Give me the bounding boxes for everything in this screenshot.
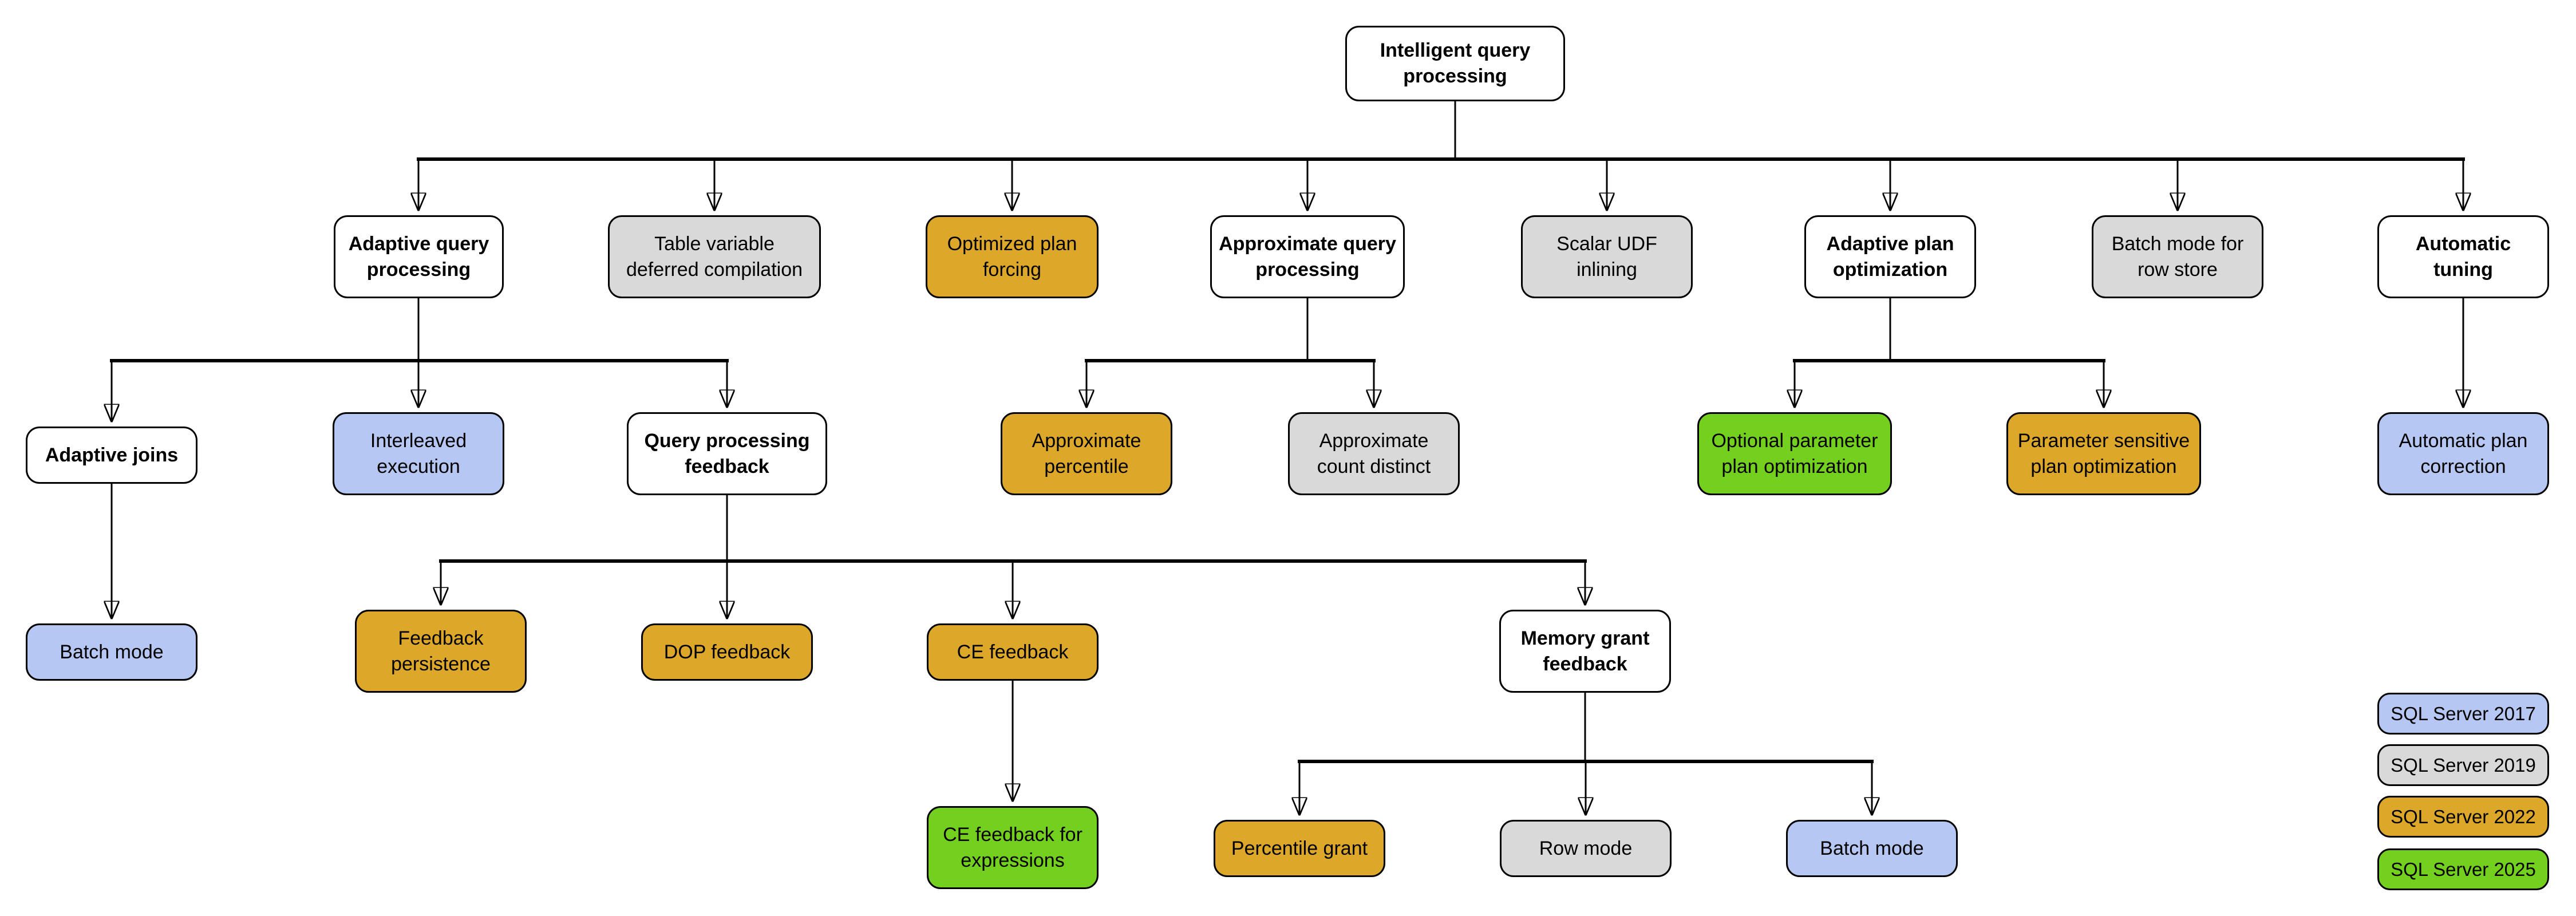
legend-sql-server-2019: SQL Server 2019 (2377, 744, 2549, 786)
legend-sql-server-2025: SQL Server 2025 (2377, 848, 2549, 890)
node-label: CE feedback for expressions (943, 823, 1082, 871)
node-label: Batch mode (60, 641, 164, 663)
node-label: Query processing feedback (644, 429, 810, 477)
node-label: Table variable deferred compilation (626, 232, 803, 281)
node-label: Adaptive plan optimization (1826, 232, 1954, 281)
node-approximate-count-distinct: Approximate count distinct (1288, 412, 1460, 495)
node-label: Adaptive joins (45, 444, 179, 466)
node-label: Optional parameter plan optimization (1711, 429, 1878, 477)
node-intelligent-query-processing: Intelligent query processing (1345, 26, 1565, 101)
node-parameter-sensitive-plan-optimization: Parameter sensitive plan optimization (2006, 412, 2201, 495)
legend-label: SQL Server 2022 (2391, 806, 2536, 827)
node-label: Approximate count distinct (1317, 429, 1431, 477)
legend-sql-server-2022: SQL Server 2022 (2377, 796, 2549, 838)
node-percentile-grant: Percentile grant (1214, 820, 1385, 877)
legend-label: SQL Server 2019 (2391, 754, 2536, 776)
node-optimized-plan-forcing: Optimized plan forcing (926, 215, 1099, 298)
legend-sql-server-2017: SQL Server 2017 (2377, 693, 2549, 735)
node-label: Row mode (1539, 837, 1633, 859)
node-adaptive-query-processing: Adaptive query processing (334, 215, 504, 298)
node-batch-mode-for-row-store: Batch mode for row store (2092, 215, 2263, 298)
node-ce-feedback-for-expressions: CE feedback for expressions (927, 806, 1099, 889)
node-label: Scalar UDF inlining (1556, 232, 1657, 281)
node-label: Memory grant feedback (1520, 627, 1650, 675)
node-row-mode: Row mode (1500, 820, 1672, 877)
node-label: Approximate query processing (1219, 232, 1396, 281)
node-label: Batch mode (1820, 837, 1924, 859)
node-label: Approximate percentile (1032, 429, 1141, 477)
node-adaptive-joins: Adaptive joins (26, 427, 197, 484)
node-automatic-plan-correction: Automatic plan correction (2377, 412, 2549, 495)
node-batch-mode-memory-grant: Batch mode (1786, 820, 1958, 877)
node-approximate-query-processing: Approximate query processing (1210, 215, 1405, 298)
node-feedback-persistence: Feedback persistence (355, 610, 527, 693)
node-approximate-percentile: Approximate percentile (1001, 412, 1172, 495)
node-label: Automatic tuning (2415, 232, 2511, 281)
node-label: Interleaved execution (370, 429, 467, 477)
node-label: Automatic plan correction (2399, 429, 2528, 477)
node-batch-mode-adaptive-joins: Batch mode (26, 623, 197, 681)
node-dop-feedback: DOP feedback (641, 623, 813, 681)
node-label: Adaptive query processing (348, 232, 489, 281)
node-memory-grant-feedback: Memory grant feedback (1499, 610, 1671, 693)
legend-label: SQL Server 2017 (2391, 702, 2536, 724)
node-adaptive-plan-optimization: Adaptive plan optimization (1804, 215, 1976, 298)
node-label: Parameter sensitive plan optimization (2017, 429, 2190, 477)
node-label: Intelligent query processing (1380, 40, 1531, 87)
node-label: Percentile grant (1231, 837, 1368, 859)
node-query-processing-feedback: Query processing feedback (627, 412, 827, 495)
node-label: Feedback persistence (391, 627, 491, 675)
node-automatic-tuning: Automatic tuning (2377, 215, 2549, 298)
node-interleaved-execution: Interleaved execution (333, 412, 504, 495)
node-table-variable-deferred-compilation: Table variable deferred compilation (608, 215, 821, 298)
node-label: Batch mode for row store (2111, 232, 2244, 281)
node-label: DOP feedback (663, 641, 791, 663)
legend-label: SQL Server 2025 (2391, 858, 2536, 880)
node-scalar-udf-inlining: Scalar UDF inlining (1521, 215, 1693, 298)
node-label: Optimized plan forcing (947, 232, 1077, 281)
node-label: CE feedback (957, 641, 1069, 663)
node-ce-feedback: CE feedback (927, 623, 1099, 681)
node-optional-parameter-plan-optimization: Optional parameter plan optimization (1697, 412, 1892, 495)
